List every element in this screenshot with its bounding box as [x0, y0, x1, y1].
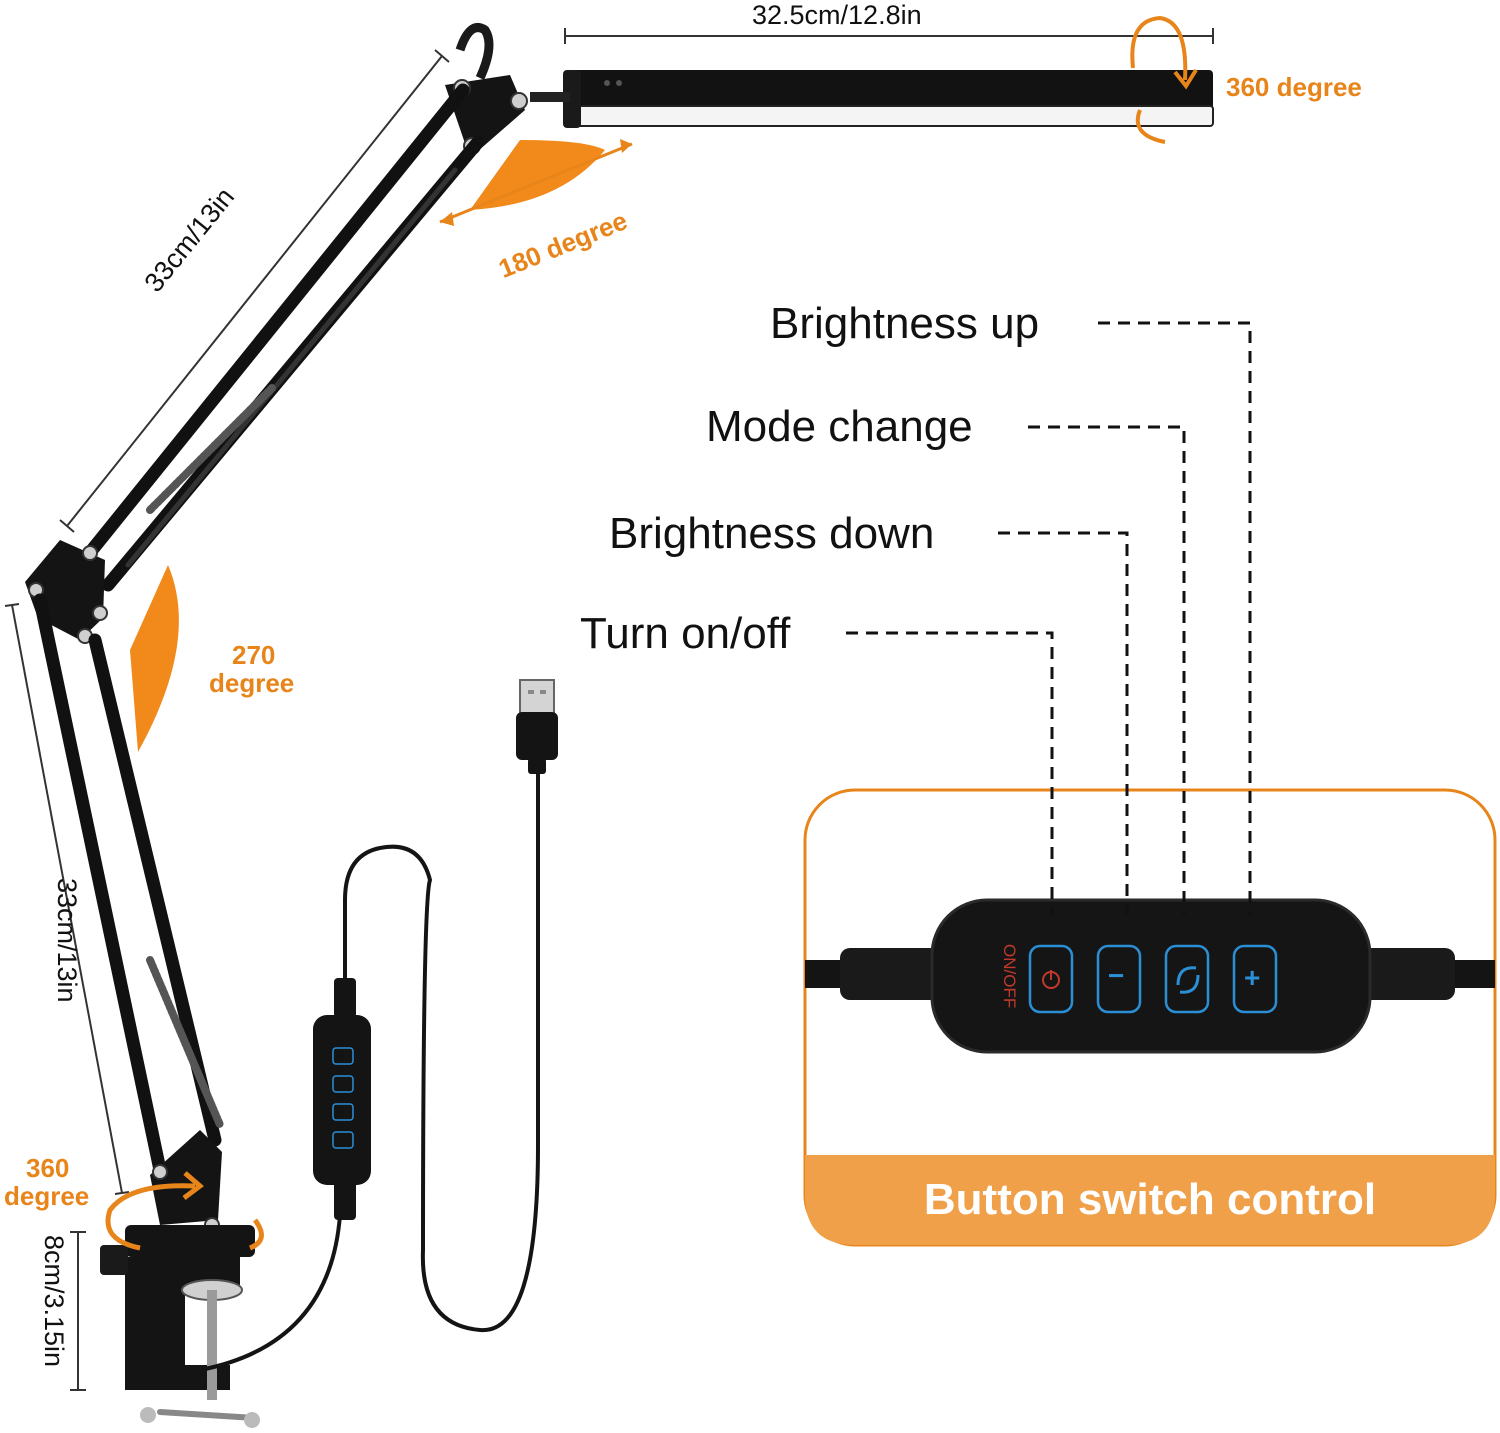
clamp-height-dimension [70, 1231, 86, 1391]
elbow-angle-wedge [130, 565, 179, 752]
callout-leaders [846, 321, 1252, 915]
brightness-up-callout: Brightness up [770, 299, 1040, 348]
upper-arm [81, 83, 485, 592]
elbow-joint [25, 540, 108, 644]
plus-symbol: + [1244, 962, 1261, 993]
head-rotation-arrow [1130, 15, 1198, 144]
brightness-down-callout: Brightness down [609, 509, 935, 558]
base-rotation-label-1: 360 [26, 1153, 70, 1183]
bar-width-dimension [564, 28, 1214, 44]
base-rotation-label-2: degree [4, 1181, 90, 1211]
power-button-label: ON/OFF [1000, 944, 1019, 1009]
brightness-down-button[interactable] [1096, 944, 1142, 1014]
mode-change-callout: Mode change [706, 402, 973, 451]
power-button[interactable] [1028, 944, 1074, 1014]
lower-arm-label: 33cm/13in [52, 878, 82, 1003]
elbow-rotation-label-2: degree [209, 668, 295, 698]
usb-plug [516, 679, 558, 774]
turn-on-off-callout: Turn on/off [580, 609, 791, 658]
bar-width-label: 32.5cm/12.8in [752, 0, 922, 30]
elbow-rotation-label-1: 270 [232, 640, 276, 670]
base-rotation-arrow [105, 1171, 264, 1251]
panel-caption: Button switch control [923, 1175, 1377, 1224]
brightness-up-button[interactable] [1232, 944, 1278, 1014]
clamp-height-label: 8cm/3.15in [39, 1235, 69, 1368]
light-bar [563, 70, 1214, 128]
inline-controller-small [313, 978, 371, 1220]
bar-joint-angle-wedge [439, 139, 633, 226]
minus-symbol: − [1108, 960, 1125, 991]
mode-change-button[interactable] [1164, 944, 1210, 1014]
lower-arm [33, 593, 224, 1177]
head-rotation-label: 360 degree [1226, 72, 1362, 102]
upper-arm-dimension [59, 49, 450, 533]
inline-controller-large [805, 898, 1495, 1054]
power-cable [199, 770, 540, 1372]
desk-clamp [100, 1225, 260, 1428]
lower-arm-dimension [4, 603, 130, 1195]
